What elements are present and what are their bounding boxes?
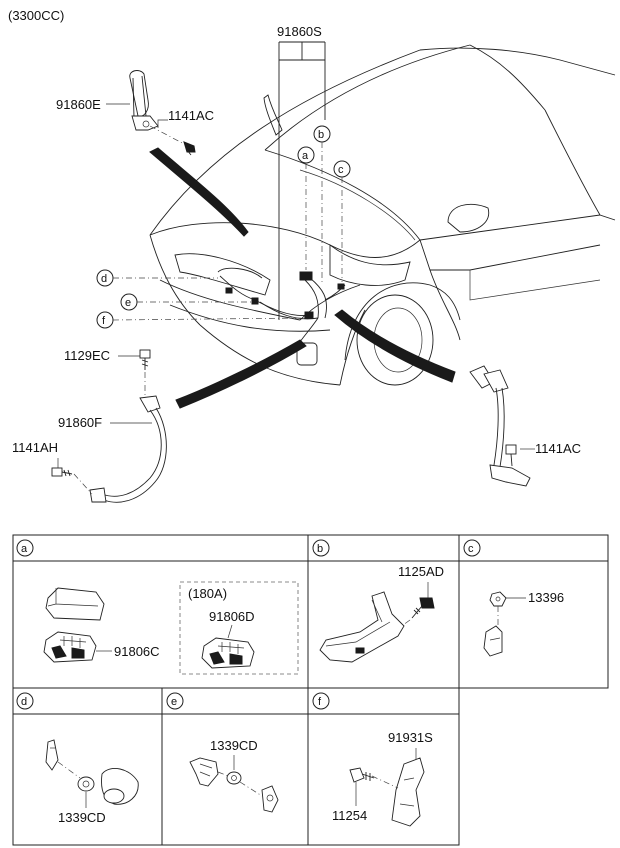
panel-a-part-main: 91806C [114,644,160,659]
fuse-block-c [43,631,97,663]
panel-f-part-bracket: 91931S [388,730,433,745]
option-180a-box [179,581,299,675]
callout-b-circle: b [313,125,331,143]
nut-e [226,771,242,785]
bolt-top [183,141,196,156]
battery-cable-top [129,70,159,131]
panel-b-letter: b [317,543,323,555]
panel-c: c 13396 [463,539,564,657]
bolt-left [139,349,151,370]
nut-d [77,776,95,792]
callout-cable-left: 91860F [58,415,102,430]
panel-c-circle [463,539,481,557]
battery-cable-right [469,365,531,487]
panel-e-letter: e [171,696,177,708]
panel-f-part-bolt: 11254 [332,808,367,823]
callout-f-circle: f [96,311,114,329]
panel-e: e 1339CD [166,692,279,813]
callout-d-circle: d [96,269,114,287]
callout-harness-main: 91860S [277,24,322,39]
callout-e-circle: e [120,293,138,311]
callout-bolt-left-lower: 1141AH [12,440,58,455]
letter-e-text: e [125,297,131,309]
panel-f-circle [312,692,330,710]
ring-terminal-e [261,785,279,813]
letter-d-text: d [101,273,107,285]
panel-d-letter: d [21,696,27,708]
panel-d-circle [16,692,34,710]
panel-d: d 1339CD [16,692,139,825]
panel-b-part: 1125AD [398,564,444,579]
letter-f-text: f [102,315,106,327]
callout-a-circle: a [297,146,315,164]
battery-cable-left [89,395,167,503]
panel-b-circle [312,539,330,557]
letter-a-text: a [302,150,309,162]
bolt-left-lower [51,467,73,477]
panel-c-letter: c [468,543,474,555]
panel-f-letter: f [318,696,322,708]
detail-table [12,534,609,846]
wiring-harness [217,267,346,346]
callout-c-circle: c [333,160,351,178]
bolt-f [349,767,375,783]
letter-c-text: c [338,164,344,176]
connector-d [101,767,139,805]
clip-d [45,739,59,771]
panel-e-part: 1339CD [210,738,258,753]
panel-b: b 1125AD [312,539,444,663]
callout-bolt-right: 1141AC [535,441,581,456]
engine-label: (3300CC) [8,8,64,23]
panel-a-letter: a [21,543,28,555]
callout-bolt-left: 1129EC [64,348,110,363]
bracket-f [391,757,425,827]
bolt-right [505,444,517,467]
callout-bolt-top: 1141AC [168,108,214,123]
panel-a-option-label: (180A) [188,586,227,601]
vehicle-illustration [149,44,616,386]
fuse-block-d [201,637,255,669]
stud-bracket-c [483,625,503,657]
callout-cable-top: 91860E [56,97,101,112]
nut-c [489,591,507,607]
panel-a-option-part: 91806D [209,609,255,624]
panel-a-circle [16,539,34,557]
relay-box-cover [45,587,105,621]
bolt-b [411,597,435,619]
clip-e [189,757,219,787]
letter-b-text: b [318,129,324,141]
panel-e-circle [166,692,184,710]
panel-f: f 91931S 11254 [312,692,433,827]
bracket-b [319,591,405,663]
panel-a: a 91806C (180A) 91806D [16,539,299,675]
pointer-arrows [149,147,456,409]
panel-d-part: 1339CD [58,810,106,825]
panel-c-part: 13396 [528,590,564,605]
